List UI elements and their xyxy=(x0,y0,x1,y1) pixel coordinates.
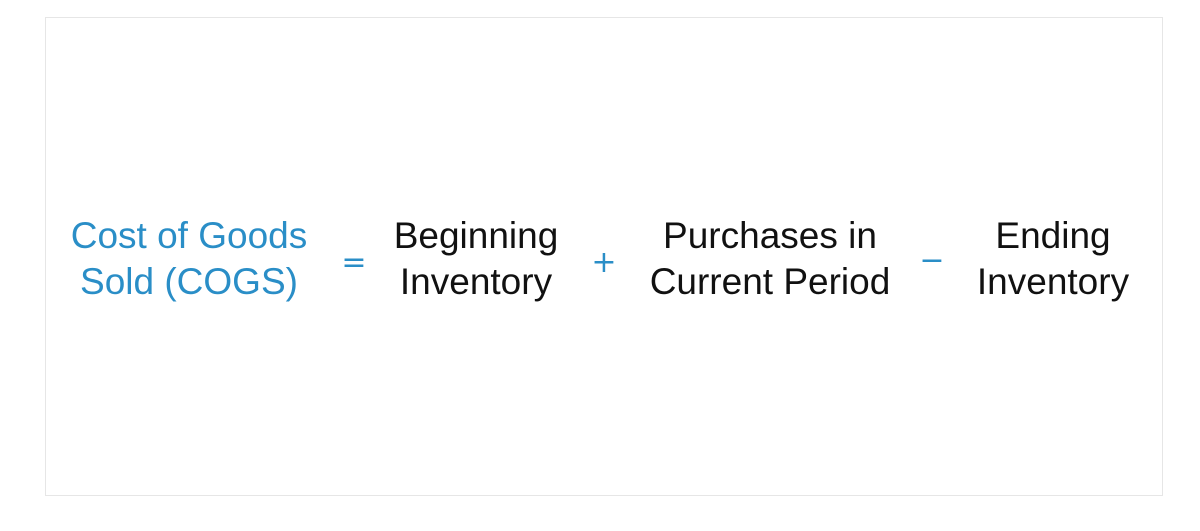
purchases-line-1: Purchases in xyxy=(663,215,877,256)
cogs-line-2: Sold (COGS) xyxy=(80,261,298,302)
equals-operator: = xyxy=(341,245,367,280)
purchases-line-2: Current Period xyxy=(649,261,891,302)
beginning-inventory-term: Beginning Inventory xyxy=(380,213,572,305)
minus-operator: − xyxy=(919,243,945,278)
beginning-inventory-line-1: Beginning xyxy=(393,215,559,256)
cogs-line-1: Cost of Goods xyxy=(70,215,308,256)
ending-inventory-line-1: Ending xyxy=(995,215,1111,256)
ending-inventory-line-2: Inventory xyxy=(976,261,1130,302)
ending-inventory-term: Ending Inventory xyxy=(962,213,1144,305)
cogs-term: Cost of Goods Sold (COGS) xyxy=(56,213,322,305)
beginning-inventory-line-2: Inventory xyxy=(399,261,553,302)
formula-card xyxy=(45,17,1163,496)
purchases-term: Purchases in Current Period xyxy=(632,213,908,305)
plus-operator: + xyxy=(591,245,617,280)
